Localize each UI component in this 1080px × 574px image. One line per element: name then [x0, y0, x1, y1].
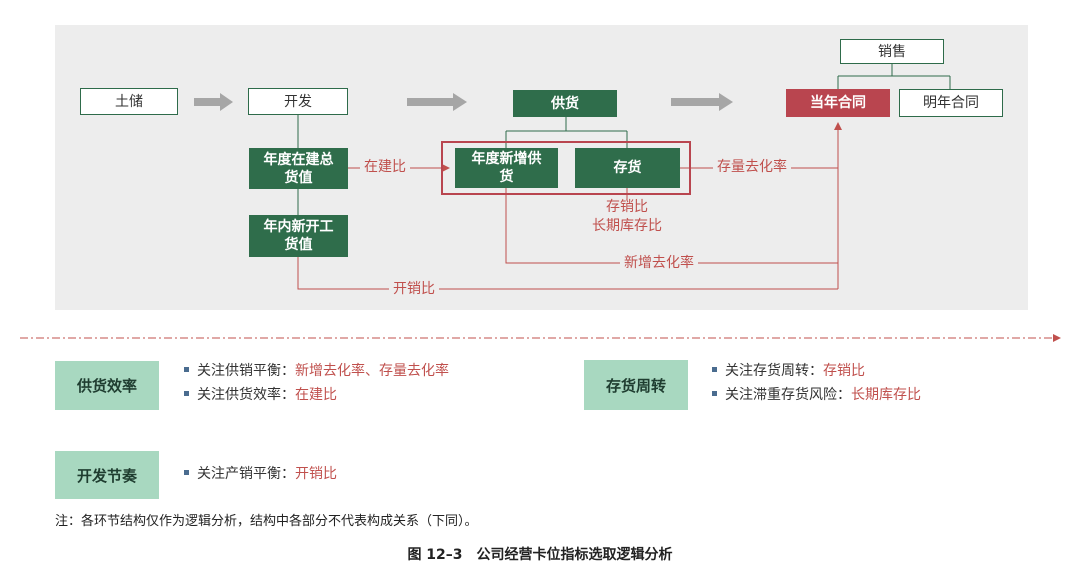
development-pace-list: 关注产销平衡：开销比: [184, 462, 337, 486]
supply-inventory-highlight: [441, 141, 691, 195]
supply-efficiency-list: 关注供销平衡：新增去化率、存量去化率 关注供货效率：在建比: [184, 359, 449, 407]
list-item: 关注供货效率：在建比: [184, 383, 449, 407]
flow-arrow-2: [407, 93, 467, 111]
construction-ratio-label: 在建比: [360, 159, 410, 176]
land-reserve-node: 土储: [80, 88, 178, 115]
supply-efficiency-tag: 供货效率: [55, 361, 159, 410]
supply-node: 供货: [513, 90, 617, 117]
stock-clearance-rate-label: 存量去化率: [713, 159, 791, 176]
annual-construction-value-node: 年度在建总货值: [249, 148, 348, 189]
inventory-turnover-tag: 存货周转: [584, 360, 688, 410]
list-item: 关注供销平衡：新增去化率、存量去化率: [184, 359, 449, 383]
list-item: 关注滞重存货风险：长期库存比: [712, 383, 921, 407]
list-item: 关注产销平衡：开销比: [184, 462, 337, 486]
annual-new-supply-node: 年度新增供货: [455, 148, 558, 188]
current-year-contract-node: 当年合同: [786, 89, 890, 117]
inventory-sales-ratio-label: 存销比: [606, 199, 648, 215]
figure-caption: 图 12–3 公司经营卡位指标选取逻辑分析: [407, 547, 673, 563]
long-term-inventory-ratio-label: 长期库存比: [592, 218, 662, 234]
tree-lines: [297, 64, 951, 215]
flow-arrow-1: [194, 93, 233, 111]
sales-node: 销售: [840, 39, 944, 64]
development-pace-tag: 开发节奏: [55, 451, 159, 499]
next-year-contract-node: 明年合同: [899, 89, 1003, 117]
inventory-turnover-list: 关注存货周转：存销比 关注滞重存货风险：长期库存比: [712, 359, 921, 407]
list-item: 关注存货周转：存销比: [712, 359, 921, 383]
new-supply-clearance-rate-label: 新增去化率: [620, 255, 698, 272]
footnote: 注：各环节结构仅作为逻辑分析，结构中各部分不代表构成关系（下同）。: [55, 514, 478, 529]
start-sales-ratio-label: 开销比: [389, 281, 439, 298]
flow-arrow-3: [671, 93, 733, 111]
development-node: 开发: [248, 88, 348, 115]
new-start-value-node: 年内新开工货值: [249, 215, 348, 257]
inventory-node: 存货: [575, 148, 680, 188]
dash-dot-separator: [20, 334, 1061, 342]
